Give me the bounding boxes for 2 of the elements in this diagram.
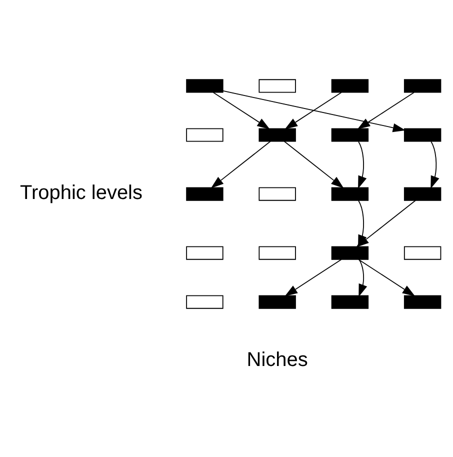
label: Trophic levels xyxy=(20,182,142,204)
label: Niches xyxy=(246,349,308,372)
